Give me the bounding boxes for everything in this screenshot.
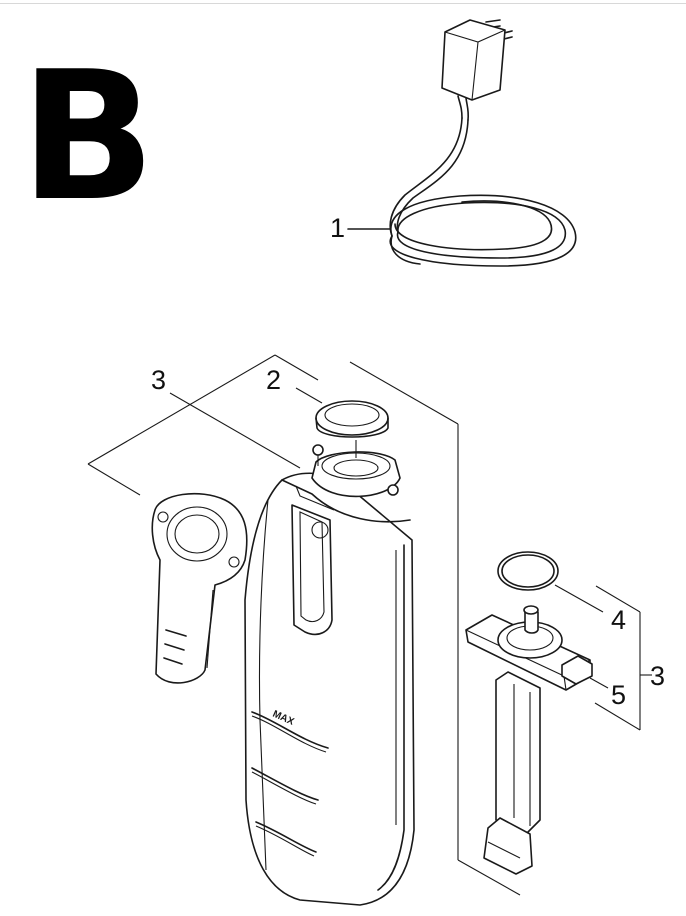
water-tank-part: MAX xyxy=(244,440,415,906)
sealing-ring-part xyxy=(315,400,389,438)
callout-3-left: 3 xyxy=(151,365,167,395)
callout-2: 2 xyxy=(266,365,282,395)
leader-frame-lines xyxy=(87,354,652,896)
pump-insert-part xyxy=(465,605,593,875)
section-letter: B xyxy=(20,33,156,240)
power-adapter-part xyxy=(347,19,577,267)
callout-3-right: 3 xyxy=(650,661,666,691)
clamp-bracket-part xyxy=(151,492,248,684)
top-border-line xyxy=(0,3,686,4)
callout-4: 4 xyxy=(611,605,627,635)
callout-1: 1 xyxy=(330,213,346,243)
o-ring-part xyxy=(497,551,559,591)
callout-5: 5 xyxy=(611,680,627,710)
